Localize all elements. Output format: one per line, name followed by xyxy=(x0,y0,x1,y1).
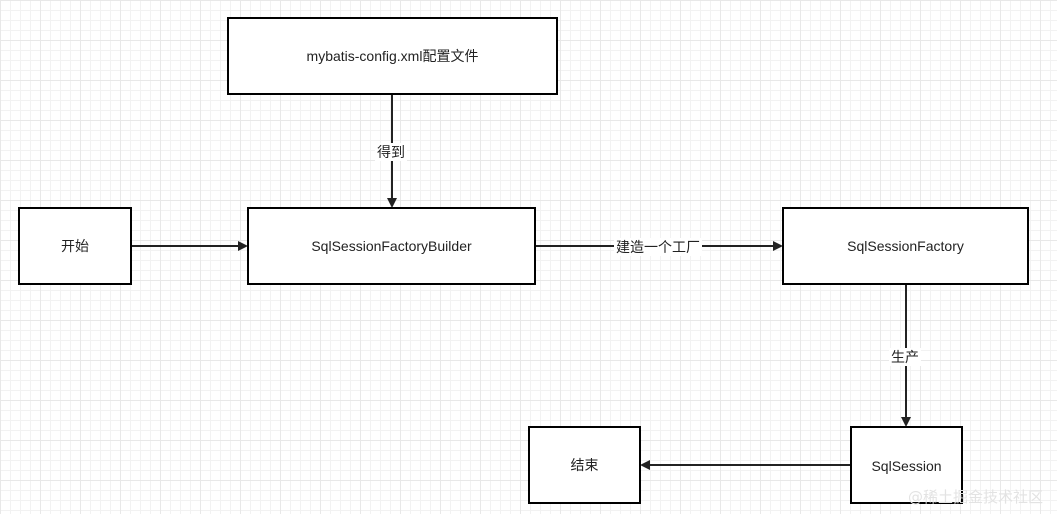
node-start-label: 开始 xyxy=(61,237,89,254)
node-end-label: 结束 xyxy=(570,456,599,473)
node-sqlsession-label: SqlSession xyxy=(871,457,942,474)
node-sqlsessionfactory: SqlSessionFactory xyxy=(782,207,1029,285)
node-start: 开始 xyxy=(18,207,132,285)
node-end: 结束 xyxy=(528,426,641,504)
node-mybatis-config: mybatis-config.xml配置文件 xyxy=(227,17,558,95)
node-sqlsessionfactory-label: SqlSessionFactory xyxy=(847,237,964,254)
node-mybatis-config-label: mybatis-config.xml配置文件 xyxy=(306,47,479,64)
node-sqlsessionfactorybuilder-label: SqlSessionFactoryBuilder xyxy=(311,237,472,254)
edge-label-get: 得到 xyxy=(375,143,407,161)
node-sqlsessionfactorybuilder: SqlSessionFactoryBuilder xyxy=(247,207,536,285)
edge-label-produce: 生产 xyxy=(889,348,921,366)
watermark: @稀土掘金技术社区 xyxy=(907,488,1043,506)
node-sqlsession: SqlSession xyxy=(850,426,963,504)
edge-label-build-factory: 建造一个工厂 xyxy=(614,238,702,256)
